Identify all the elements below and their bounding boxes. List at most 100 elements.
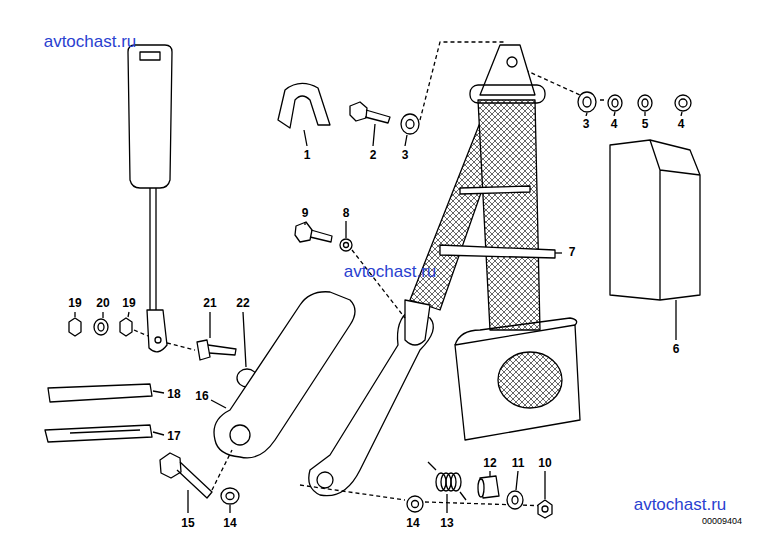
lever-arm-part [214,292,355,458]
bolt-and-washer-part [160,453,181,478]
callout-number: 9 [300,205,311,221]
bolt-and-cap-part [210,312,246,367]
pivot-bolt-part [352,250,405,318]
anchor-bolt-part [406,120,414,129]
bolt-and-cap [197,312,257,387]
callout-number: 12 [481,455,498,471]
callout-number: 15 [179,515,196,531]
callout-number: 8 [341,205,352,221]
cover-part [650,140,700,300]
bolt-and-cap-part [197,340,210,360]
callout-number: 19 [66,295,83,311]
callout-number: 14 [221,515,238,531]
cover-part [675,300,676,340]
seat-belt-part [480,45,535,95]
cover [610,140,700,340]
bolt-and-washer-part [188,490,230,513]
seat-belt-part [498,352,562,408]
pivot-bolt-part [340,239,352,251]
callout-number: 21 [201,295,218,311]
plates [45,384,164,442]
spring-set-part [538,500,552,518]
spring-set-part [512,496,518,504]
spring-set-part [412,501,419,508]
callout-number: 5 [640,116,651,132]
callout-number: 18 [165,386,182,402]
plates-part [48,384,152,402]
callout-number: 6 [671,341,682,357]
callout-number: 11 [510,455,527,471]
watermark: avtochast.ru [632,494,729,516]
bracket-arm-part [317,472,333,488]
callout-number: 13 [438,515,455,531]
bolt-and-washer-part [212,450,232,490]
anchor-bolt-part [373,124,407,146]
drawing-number: 00009404 [700,515,744,527]
spring-set-part [478,479,484,497]
callout-number: 4 [676,116,687,132]
callout-number: 22 [234,295,251,311]
anchor-bolt-part [365,110,390,123]
callout-number: 4 [609,116,620,132]
buckle-part [140,52,160,60]
nut-washer-set-part [98,323,104,331]
cover-part [610,140,700,300]
spring-set-part [447,471,545,513]
buckle-part [155,337,161,343]
lever-arm [211,292,355,458]
pivot-bolt-part [295,222,312,242]
spring-set-part [507,491,523,509]
callout-number: 20 [94,295,111,311]
callout-number: 3 [581,116,592,132]
washer-set-part [608,95,622,111]
spring-set-part [542,506,548,512]
clip-part [304,130,307,146]
clip [278,83,330,146]
washer-set-part [675,95,691,111]
buckle-part [128,45,172,188]
seat-belt-part [455,325,580,440]
buckle-part [147,310,167,352]
pivot-bolt-part [344,243,349,248]
washer-set-part [679,99,687,107]
washer-set-part [586,112,682,116]
nut-washer-set-part [120,318,132,336]
watermark: avtochast.ru [342,261,439,283]
callout-number: 2 [368,147,379,163]
washer-set-part [642,99,648,107]
seat-belt-part [555,252,562,253]
callout-number: 10 [536,455,553,471]
nut-washer-set-part [69,318,81,336]
washer-set-part [638,95,652,111]
callout-number: 14 [404,515,421,531]
anchor-bolt-part [350,102,367,121]
buckle-part [150,188,156,312]
seat-belt-part [455,318,577,345]
bolt-and-washer [160,450,239,513]
callout-number: 16 [193,388,210,404]
seat-belt-part [440,245,555,258]
washer-set-part [583,97,591,107]
spring-set-part [407,496,423,512]
pivot-bolt-part [310,230,332,242]
bolt-and-washer-part [226,493,234,500]
callout-number: 17 [165,428,182,444]
plates-part [45,425,152,442]
spring-set-part [451,473,461,491]
seat-belt-part [470,85,545,103]
callout-number: 1 [302,147,313,163]
bolt-and-washer-part [221,488,239,504]
washer-set [578,92,691,116]
seat-belt-part [460,186,530,194]
plates-part [70,430,140,433]
nut-washer-set [69,312,195,350]
watermark: avtochast.ru [42,31,139,53]
seat-belt-part [507,57,517,67]
seat-belt-part [405,300,430,345]
callout-number: 7 [567,244,578,260]
pivot-bolt-part [305,221,346,238]
nut-washer-set-part [75,312,129,318]
lever-arm-part [230,425,250,445]
callout-number: 19 [120,295,137,311]
